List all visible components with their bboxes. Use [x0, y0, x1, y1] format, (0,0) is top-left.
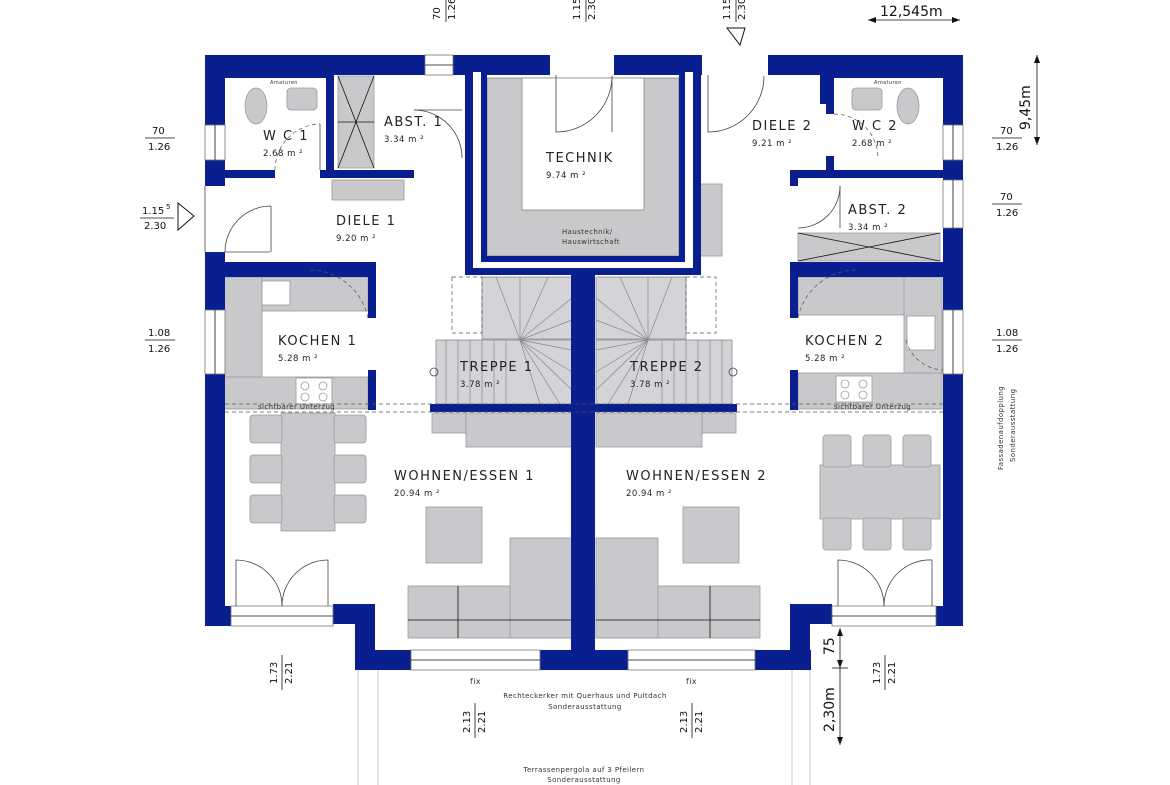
fassade-label-1: Fassadenaufdopplung: [997, 386, 1005, 470]
fix-label-2: fix: [686, 677, 697, 686]
svg-text:1.15: 1.15: [722, 0, 733, 20]
wohnen2-area: 20.94 m ²: [626, 489, 672, 499]
svg-text:1.26: 1.26: [996, 344, 1018, 355]
treppe1-name: TREPPE 1: [459, 360, 533, 375]
svg-text:1.26: 1.26: [148, 142, 170, 153]
diele1-area: 9.20 m ²: [336, 234, 376, 244]
svg-text:1.08: 1.08: [148, 328, 170, 339]
wc2-tag: Amaturen: [874, 80, 902, 86]
svg-text:2.13: 2.13: [679, 711, 690, 733]
pergola-lines: [357, 670, 811, 785]
svg-text:1.15: 1.15: [142, 206, 164, 217]
svg-text:1.26: 1.26: [996, 208, 1018, 219]
living1-sofa-back: [465, 412, 573, 448]
wc2-name: W C 2: [852, 119, 898, 134]
kitchen1-sink: [261, 280, 291, 306]
svg-text:2,30m: 2,30m: [822, 687, 838, 732]
technik-note-2: Hauswirtschaft: [562, 238, 620, 246]
unterzug-label-2: sichtbarer Unterzug: [834, 403, 911, 411]
diele2-name: DIELE 2: [752, 119, 812, 134]
walls: [205, 55, 963, 670]
kochen1-name: KOCHEN 1: [278, 334, 357, 349]
abst2-name: ABST. 2: [848, 203, 907, 218]
erker-label-1: Rechteckerker mit Querhaus und Pultdach: [503, 692, 666, 700]
svg-text:70: 70: [432, 7, 443, 20]
wohnen1-area: 20.94 m ²: [394, 489, 440, 499]
treppe1-area: 3.78 m ²: [460, 380, 500, 390]
room-labels: W C 1 2.68 m ² ABST. 1 3.34 m ² TECHNIK …: [258, 80, 1017, 784]
svg-text:75: 75: [822, 637, 838, 655]
svg-text:1.26: 1.26: [447, 0, 458, 20]
living2-sofa-back: [595, 412, 703, 448]
dining2-table: [819, 464, 941, 520]
svg-text:2.13: 2.13: [462, 711, 473, 733]
diele2-cabinet: [699, 183, 723, 257]
kitchen2-sink: [906, 315, 936, 351]
wc2-toilet: [896, 87, 920, 125]
kitchen2-hob: [835, 375, 873, 403]
wc1-area: 2.68 m ²: [263, 149, 303, 159]
kitchen1-hob: [295, 377, 333, 405]
svg-text:2.21: 2.21: [477, 711, 488, 733]
erker-label-2: Sonderausstattung: [548, 703, 621, 711]
kochen2-area: 5.28 m ²: [805, 354, 845, 364]
wc1-tag: Amaturen: [270, 80, 298, 86]
windows: [204, 54, 964, 671]
technik-note-1: Haustechnik/: [562, 228, 613, 236]
stairs2-upper: [595, 276, 687, 340]
fassade-label-2: Sonderausstattung: [1009, 389, 1017, 462]
svg-text:70: 70: [152, 126, 165, 137]
svg-text:1.26: 1.26: [148, 344, 170, 355]
fix-label-1: fix: [470, 677, 481, 686]
wc1-name: W C 1: [263, 129, 309, 144]
dimensions: 12,545m 70 1.26 1.15 2.30 1.15 2.30 9,45…: [140, 0, 1040, 745]
unterzug-label-1: sichtbarer Unterzug: [258, 403, 335, 411]
svg-text:2.21: 2.21: [284, 662, 295, 684]
svg-text:1.73: 1.73: [872, 662, 883, 684]
wc2-basin: [851, 87, 883, 111]
diele1-name: DIELE 1: [336, 214, 396, 229]
dim-total-depth: 9,45m: [1018, 85, 1034, 130]
technik-name: TECHNIK: [545, 151, 614, 166]
treppe2-name: TREPPE 2: [629, 360, 703, 375]
wc2-area: 2.68 m ²: [852, 139, 892, 149]
pergola-label-2: Sonderausstattung: [547, 776, 620, 784]
abst1-area: 3.34 m ²: [384, 135, 424, 145]
diele2-area: 9.21 m ²: [752, 139, 792, 149]
svg-text:5: 5: [166, 203, 170, 211]
svg-text:1.73: 1.73: [269, 662, 280, 684]
doors: [204, 75, 944, 607]
living1-coffee-table: [425, 506, 483, 564]
svg-text:70: 70: [1000, 192, 1013, 203]
wohnen1-name: WOHNEN/ESSEN 1: [394, 469, 535, 484]
svg-text:2.30: 2.30: [144, 221, 166, 232]
svg-text:2.30: 2.30: [737, 0, 748, 20]
stairs1-upper: [481, 276, 573, 340]
living2-coffee-table: [682, 506, 740, 564]
pergola-label-1: Terrassenpergola auf 3 Pfeilern: [523, 766, 645, 774]
svg-text:1.26: 1.26: [996, 142, 1018, 153]
abst1-name: ABST. 1: [384, 115, 443, 130]
dining1-table: [280, 412, 336, 532]
svg-text:2.21: 2.21: [694, 711, 705, 733]
treppe2-area: 3.78 m ²: [630, 380, 670, 390]
wohnen2-name: WOHNEN/ESSEN 2: [626, 469, 767, 484]
svg-text:2.30: 2.30: [587, 0, 598, 20]
svg-text:1.15: 1.15: [572, 0, 583, 20]
dim-total-width: 12,545m: [880, 4, 943, 20]
svg-text:1.08: 1.08: [996, 328, 1018, 339]
wc1-toilet: [244, 87, 268, 125]
wc1-basin: [286, 87, 318, 111]
svg-text:2.21: 2.21: [887, 662, 898, 684]
abst2-area: 3.34 m ²: [848, 223, 888, 233]
technik-area: 9.74 m ²: [546, 171, 586, 181]
furniture-layer: [223, 75, 943, 639]
kochen2-name: KOCHEN 2: [805, 334, 884, 349]
stairs1-lower: [435, 339, 573, 405]
svg-text:70: 70: [1000, 126, 1013, 137]
diele1-cabinet: [331, 179, 405, 201]
technik-inner: [521, 77, 645, 211]
kochen1-area: 5.28 m ²: [278, 354, 318, 364]
